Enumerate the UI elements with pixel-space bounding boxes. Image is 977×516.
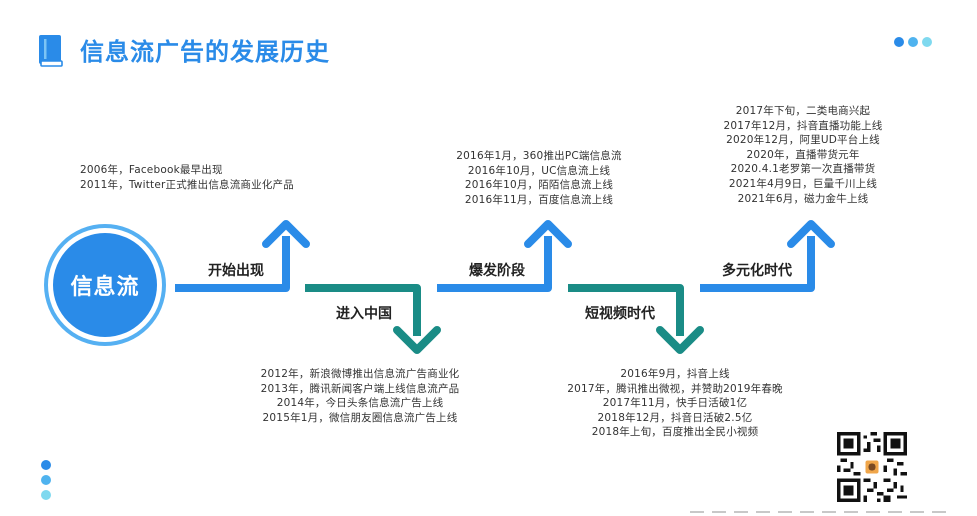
- dot: [41, 490, 51, 500]
- event-item: 2018年上旬，百度推出全民小视频: [591, 426, 759, 439]
- stage-label-5: 多元化时代: [722, 263, 792, 279]
- event-item: 2016年10月，陌陌信息流上线: [464, 179, 614, 192]
- event-item: 2017年，腾讯推出微视，并赞助2019年春晚: [567, 382, 783, 395]
- stage-label-1: 开始出现: [208, 263, 264, 279]
- event-item: 2017年下旬，二类电商兴起: [735, 105, 871, 117]
- event-item: 2020.4.1老罗第一次直播带货: [730, 163, 876, 176]
- arrow-down-icon: [393, 326, 441, 354]
- timeline-segment-5: [700, 236, 815, 292]
- timeline-segment-2: [305, 284, 421, 336]
- event-item: 2020年，直播带货元年: [746, 148, 860, 161]
- events-stage-5: 2017年下旬，二类电商兴起 2017年12月，抖音直播功能上线 2020年12…: [706, 104, 900, 206]
- event-item: 2017年12月，抖音直播功能上线: [723, 119, 883, 132]
- event-item: 2020年12月，阿里UD平台上线: [726, 134, 880, 147]
- dot: [894, 37, 904, 47]
- event-item: 2021年6月，磁力金牛上线: [737, 192, 869, 205]
- event-item: 2012年，新浪微博推出信息流广告商业化: [260, 368, 460, 380]
- event-item: 2006年，Facebook最早出现: [80, 164, 223, 176]
- qr-code-icon: [837, 432, 907, 502]
- event-item: 2013年，腾讯新闻客户端上线信息流产品: [260, 382, 460, 395]
- event-item: 2016年9月，抖音上线: [620, 368, 730, 380]
- arrow-up-icon: [262, 220, 310, 248]
- event-item: 2016年1月，360推出PC端信息流: [456, 150, 622, 162]
- events-stage-3: 2016年1月，360推出PC端信息流 2016年10月，UC信息流上线 201…: [440, 149, 638, 207]
- event-item: 2018年12月，抖音日活破2.5亿: [597, 411, 753, 424]
- timeline-segment-4: [568, 284, 684, 336]
- decorative-dots-top: [894, 37, 932, 47]
- hub-circle: 信息流: [53, 233, 157, 337]
- events-stage-1: 2006年，Facebook最早出现 2011年，Twitter正式推出信息流商…: [80, 163, 294, 192]
- event-item: 2014年，今日头条信息流广告上线: [276, 397, 444, 410]
- dot: [41, 460, 51, 470]
- arrow-down-icon: [656, 326, 704, 354]
- stage-label-2: 进入中国: [336, 306, 392, 322]
- dot: [41, 475, 51, 485]
- event-item: 2011年，Twitter正式推出信息流商业化产品: [80, 178, 294, 191]
- stage-label-3: 爆发阶段: [469, 263, 525, 279]
- decorative-dots-bottom: [41, 460, 51, 500]
- timeline-segment-1: [175, 236, 290, 292]
- event-item: 2016年11月，百度信息流上线: [464, 193, 614, 206]
- arrow-up-icon: [524, 220, 572, 248]
- page-title: 信息流广告的发展历史: [80, 38, 330, 66]
- arrow-up-icon: [787, 220, 835, 248]
- footer-line: [690, 511, 950, 513]
- event-item: 2021年4月9日，巨量千川上线: [728, 177, 878, 190]
- event-item: 2017年11月，快手日活破1亿: [602, 397, 748, 410]
- event-item: 2016年10月，UC信息流上线: [467, 164, 611, 177]
- dot: [908, 37, 918, 47]
- stage-label-4: 短视频时代: [585, 306, 655, 322]
- event-item: 2015年1月，微信朋友圈信息流广告上线: [262, 411, 458, 424]
- events-stage-2: 2012年，新浪微博推出信息流广告商业化 2013年，腾讯新闻客户端上线信息流产…: [244, 367, 476, 425]
- dot: [922, 37, 932, 47]
- events-stage-4: 2016年9月，抖音上线 2017年，腾讯推出微视，并赞助2019年春晚 201…: [548, 367, 802, 440]
- book-icon: [39, 35, 63, 67]
- timeline-segment-3: [437, 236, 552, 292]
